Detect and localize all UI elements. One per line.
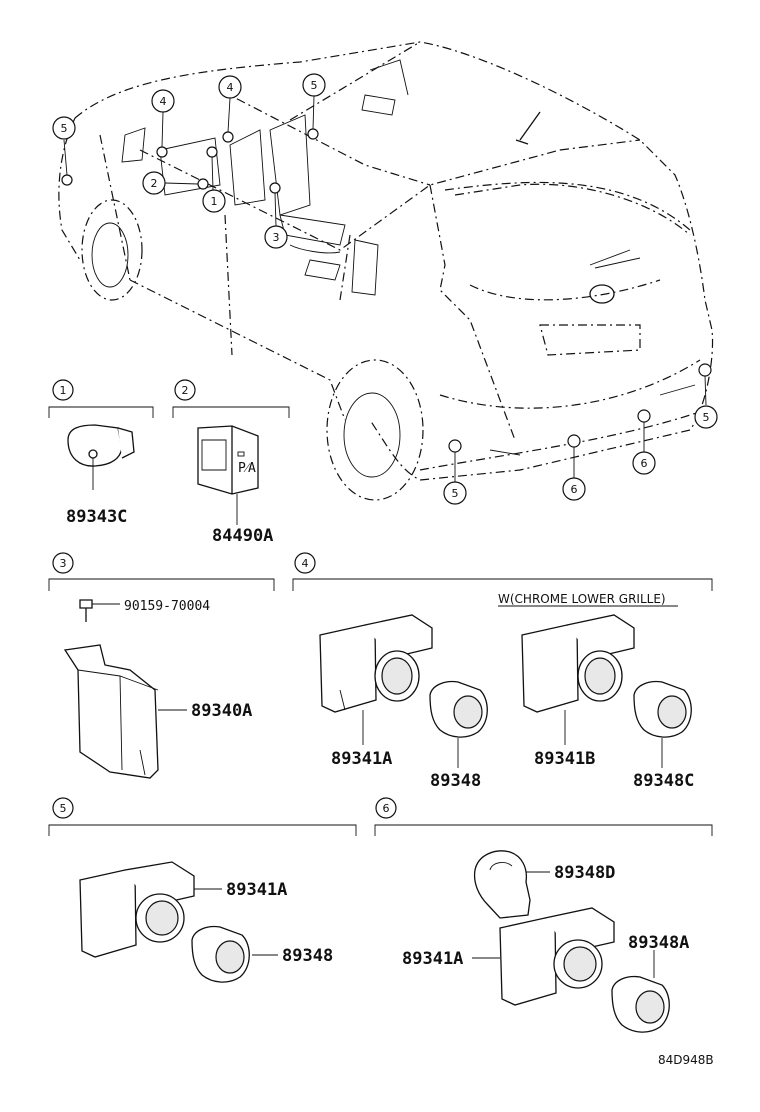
svg-text:2: 2 [182,384,189,397]
part-89348a-label: 89348A [628,933,689,953]
part-89341a-drawing [319,614,433,745]
svg-text:4: 4 [227,81,234,94]
section-5: 5 89341A 89348 [48,797,357,983]
section-4: 4 W(CHROME LOWER GRILLE) 89341A 89348 89… [292,552,713,791]
part-89341b-drawing [521,614,635,745]
svg-text:3: 3 [273,231,280,244]
callout-3: 3 [264,225,288,249]
part-89348-s5-label: 89348 [282,946,333,966]
part-89341b-label: 89341B [534,749,595,769]
section-6: 6 89348D 89341A 89348A [374,797,713,1033]
part-89348d-label: 89348D [554,863,615,883]
svg-text:P⁄A: P⁄A [238,461,256,476]
part-89348-s5-drawing [191,925,278,983]
part-89343c-label: 89343C [66,507,127,527]
part-90159-70004-drawing [79,599,120,622]
svg-text:6: 6 [383,802,390,815]
svg-text:5: 5 [703,411,710,424]
part-89348d-drawing [473,850,550,919]
svg-text:5: 5 [61,122,68,135]
callout-5-rear-left: 5 [443,481,467,505]
callout-1: 1 [202,189,226,213]
part-84490a-label: 84490A [212,526,273,546]
svg-text:2: 2 [151,177,158,190]
svg-text:1: 1 [60,384,67,397]
callout-6-rear-center-right: 6 [632,451,656,475]
svg-text:6: 6 [641,457,648,470]
part-89348c-drawing [633,680,692,768]
part-89341a-s5-drawing [79,861,222,958]
svg-text:5: 5 [452,487,459,500]
callout-5-front-right: 5 [302,73,326,97]
part-89341a-s6-drawing [472,907,615,1006]
section-2: 2 P⁄A 84490A [172,379,290,546]
svg-text:4: 4 [160,95,167,108]
car-callouts: 5 4 4 5 2 1 3 5 [52,73,718,505]
part-89341a-s6-label: 89341A [402,949,463,969]
part-89340a-drawing [63,644,187,779]
part-89341a-s4-label: 89341A [331,749,392,769]
part-89348-s4-label: 89348 [430,771,481,791]
svg-text:4: 4 [302,557,309,570]
part-89343c-drawing [67,424,135,490]
part-89348-s4-drawing [429,680,488,768]
svg-text:5: 5 [60,802,67,815]
part-90159-70004-label: 90159-70004 [124,599,210,614]
callout-6-rear-center-left: 6 [562,477,586,501]
svg-text:6: 6 [571,483,578,496]
figure-code: 84D948B [658,1053,714,1067]
part-84490a-drawing: P⁄A [197,425,259,525]
part-89348c-label: 89348C [633,771,694,791]
car-illustration [58,41,714,501]
callout-5-rear-right: 5 [694,405,718,429]
callout-2: 2 [142,171,166,195]
callout-5-front-left: 5 [52,116,76,140]
section-3: 3 90159-70004 89340A [48,552,275,779]
part-89340a-label: 89340A [191,701,252,721]
svg-text:5: 5 [311,79,318,92]
part-89348a-drawing [611,950,670,1033]
callout-4-center: 4 [218,75,242,99]
section-1: 1 89343C [48,379,154,527]
svg-text:1: 1 [211,195,218,208]
callout-4-left: 4 [151,89,175,113]
part-89341a-s5-label: 89341A [226,880,287,900]
svg-text:3: 3 [60,557,67,570]
chrome-lower-grille-note: W(CHROME LOWER GRILLE) [498,592,666,606]
